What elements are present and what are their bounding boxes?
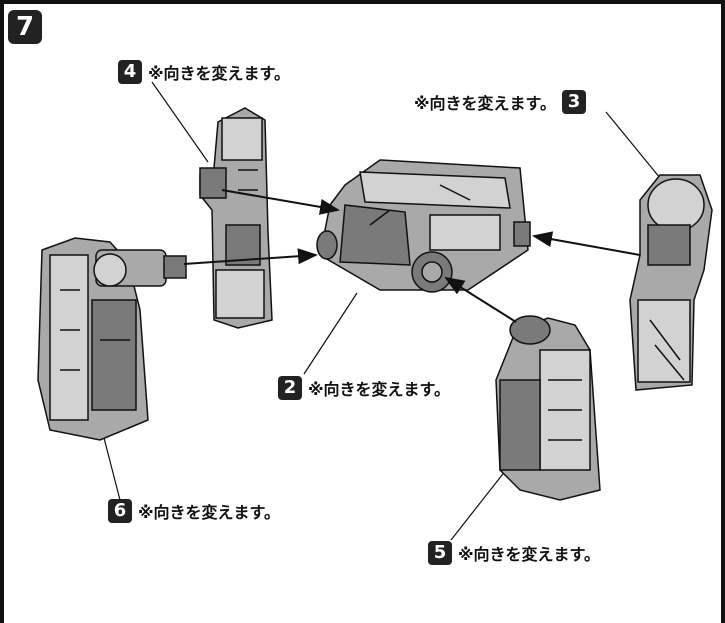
part-number-badge: 4 xyxy=(118,60,142,84)
arrow-part3 xyxy=(532,231,641,256)
part-number-badge: 3 xyxy=(561,90,586,114)
callout-part2: 2 ※向きを変えます。 xyxy=(278,376,450,400)
part-5-illustration xyxy=(495,315,601,501)
callout-part4: 4 ※向きを変えます。 xyxy=(118,60,290,84)
leader-line-part3 xyxy=(605,111,666,185)
arrow-part5 xyxy=(444,276,517,323)
callout-part5: 5 ※向きを変えます。 xyxy=(428,541,600,565)
leader-line-part2 xyxy=(303,292,358,375)
rotate-note: ※向きを変えます。 xyxy=(308,380,450,399)
assembly-arrows xyxy=(183,189,641,323)
rotate-note: ※向きを変えます。 xyxy=(458,545,600,564)
part-number-badge: 5 xyxy=(428,541,452,565)
part-4-illustration xyxy=(199,107,273,329)
leader-line-part4 xyxy=(151,81,209,163)
callout-part3: ※向きを変えます。 3 xyxy=(414,90,586,114)
arrow-part6 xyxy=(183,248,318,265)
part-number-badge: 6 xyxy=(108,499,132,523)
rotate-note: ※向きを変えます。 xyxy=(414,94,556,113)
rotate-note: ※向きを変えます。 xyxy=(138,503,280,522)
callout-part6: 6 ※向きを変えます。 xyxy=(108,499,280,523)
step-number-badge: 7 xyxy=(8,10,42,44)
rotate-note: ※向きを変えます。 xyxy=(148,64,290,83)
part-3-illustration xyxy=(629,174,713,391)
part-6-illustration xyxy=(37,237,187,441)
part-2-illustration xyxy=(316,159,531,293)
leader-line-part6 xyxy=(103,437,121,501)
arrow-part4 xyxy=(221,189,340,215)
leader-lines xyxy=(103,81,666,541)
part-number-badge: 2 xyxy=(278,376,302,400)
leader-line-part5 xyxy=(450,469,507,541)
